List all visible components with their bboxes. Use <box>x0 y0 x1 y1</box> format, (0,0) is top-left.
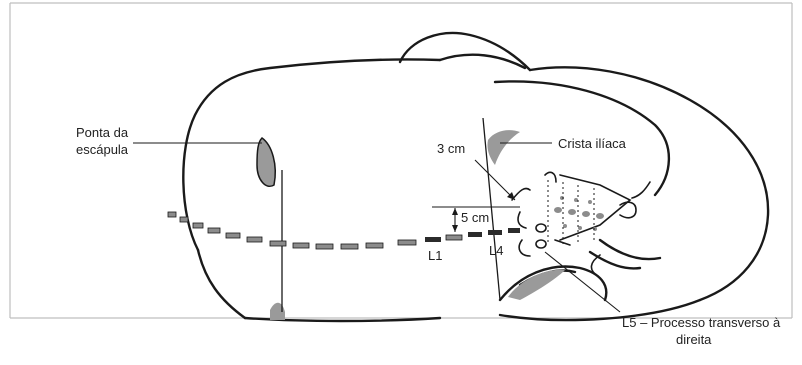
five-cm-label: 5 cm <box>461 210 489 225</box>
scapula-label-line1: Ponta da <box>76 125 129 140</box>
five-cm-arrow-top <box>452 208 458 215</box>
transverse-process-marker <box>536 224 546 232</box>
scapula-label-line2: escápula <box>76 142 129 157</box>
l4-label: L4 <box>489 243 503 258</box>
three-cm-label: 3 cm <box>437 141 465 156</box>
l5-label-line2: direita <box>676 332 712 347</box>
iliac-crest-label: Crista ilíaca <box>558 136 627 151</box>
scapula-tip-shade <box>257 138 275 186</box>
iliac-crest-shade <box>487 130 520 165</box>
transverse-process-marker-2 <box>536 240 546 248</box>
l5-label-line1: L5 – Processo transverso à <box>622 315 781 330</box>
sacrum-detail <box>512 172 650 276</box>
lower-scapula-shade <box>270 303 285 320</box>
three-cm-guide <box>475 160 515 200</box>
five-cm-arrow-bottom <box>452 225 458 232</box>
l1-label: L1 <box>428 248 442 263</box>
